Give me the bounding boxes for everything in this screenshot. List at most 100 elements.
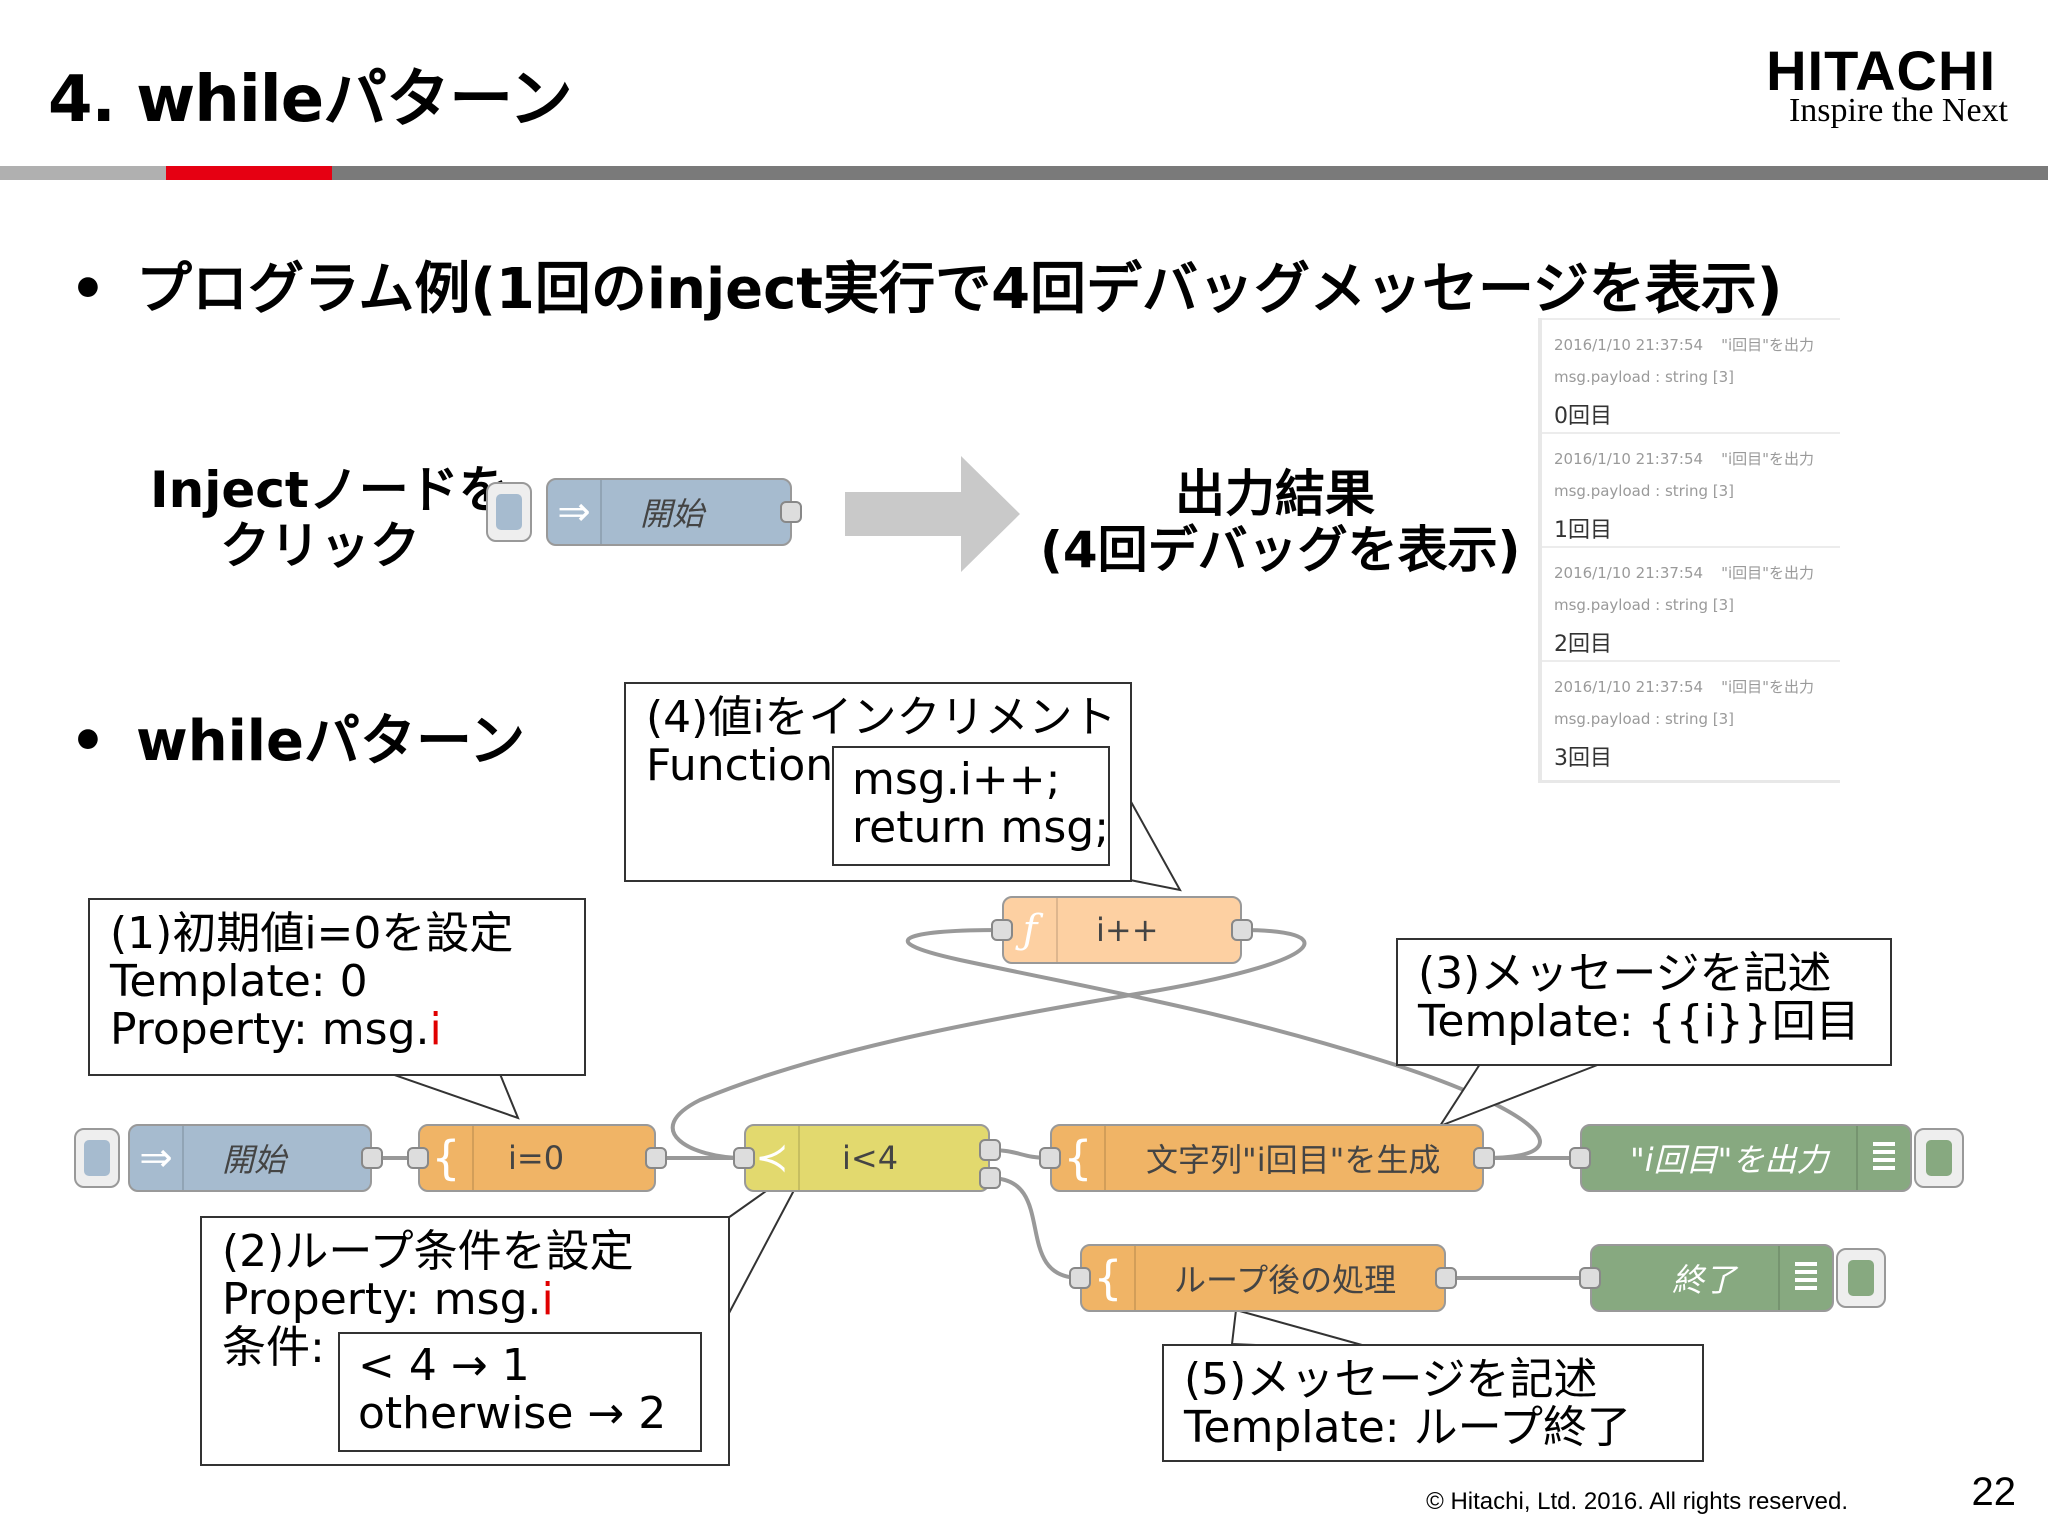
debug-msg-toggle[interactable] (1914, 1128, 1964, 1188)
template-icon: { (1052, 1126, 1106, 1190)
top-inject-label: 開始 (640, 495, 705, 533)
template-msg-node[interactable]: { 文字列"i回目"を生成 (1050, 1124, 1484, 1192)
debug-entry: 2016/1/10 21:37:54 "i回目"を出力 msg.payload :… (1542, 432, 1840, 546)
inject-node-label: 開始 (222, 1141, 287, 1179)
debug-topic: "i回目"を出力 (1721, 678, 1815, 696)
template-msg-label: 文字列"i回目"を生成 (1146, 1141, 1441, 1179)
callout-message-title: (3)メッセージを記述 (1418, 948, 1832, 999)
callout-init-property: Property: msg.i (110, 1004, 442, 1055)
header-rule-gray (332, 166, 2048, 180)
arrow-icon: ⇒ (548, 480, 602, 544)
template-end-input-port[interactable] (1069, 1267, 1091, 1289)
debug-value: 1回目 (1554, 518, 1612, 543)
debug-topic: "i回目"を出力 (1721, 450, 1815, 468)
inject-instruction-line2: クリック (220, 517, 420, 575)
bullet-program-example: •プログラム例(1回のinject実行で4回デバッグメッセージを表示) (70, 257, 1783, 322)
template-init-input-port[interactable] (407, 1147, 429, 1169)
debug-timestamp: 2016/1/10 21:37:54 (1554, 450, 1704, 468)
callout-end-title: (5)メッセージを記述 (1184, 1354, 1598, 1405)
header-rule-light (0, 166, 166, 180)
bullet-while-pattern-text: whileパターン (136, 709, 526, 774)
debug-msg-node[interactable]: "i回目"を出力 (1580, 1124, 1912, 1192)
debug-topic: "i回目"を出力 (1721, 564, 1815, 582)
debug-msg-input-port[interactable] (1569, 1147, 1591, 1169)
debug-value: 0回目 (1554, 404, 1612, 429)
top-inject-node[interactable]: ⇒ 開始 (546, 478, 792, 546)
template-end-node[interactable]: { ループ後の処理 (1080, 1244, 1446, 1312)
condition-rule-2: otherwise → 2 (358, 1388, 667, 1439)
function-node-label: i++ (1096, 911, 1159, 949)
template-msg-output-port[interactable] (1473, 1147, 1495, 1169)
debug-end-label: 終了 (1672, 1261, 1737, 1299)
header-rule-red (166, 166, 332, 180)
debug-entry: 2016/1/10 21:37:54"i回目"を出力 msg.payload :… (1542, 546, 1840, 660)
template-msg-input-port[interactable] (1039, 1147, 1061, 1169)
callout-message-template: Template: {{i}}回目 (1418, 996, 1860, 1047)
right-arrow-icon (845, 456, 1020, 572)
inject-button[interactable] (74, 1128, 120, 1188)
list-icon (1856, 1126, 1910, 1190)
debug-type: msg.payload : string [3] (1554, 368, 1735, 386)
top-inject-output-port[interactable] (780, 501, 802, 523)
function-icon: ƒ (1004, 898, 1058, 962)
debug-topic: "i回目"を出力 (1721, 336, 1815, 354)
callout-loop-title: (2)ループ条件を設定 (222, 1226, 634, 1277)
callout-increment-title: (4)値iをインクリメント (646, 692, 1117, 743)
code-line-2: return msg; (852, 802, 1110, 853)
code-line-1: msg.i++; (852, 754, 1061, 805)
template-end-label: ループ後の処理 (1174, 1261, 1397, 1299)
debug-end-input-port[interactable] (1579, 1267, 1601, 1289)
callout-init: (1)初期値i=0を設定 Template: 0 Property: msg.i (88, 898, 586, 1076)
inject-instruction-line1: Injectノードを (150, 461, 509, 519)
inject-node[interactable]: ⇒ 開始 (128, 1124, 372, 1192)
debug-timestamp: 2016/1/10 21:37:54 (1554, 678, 1704, 696)
list-icon (1778, 1246, 1832, 1310)
copyright: © Hitachi, Ltd. 2016. All rights reserve… (1426, 1488, 1848, 1515)
debug-entry: 2016/1/10 21:37:54"i回目"を出力 msg.payload :… (1542, 660, 1840, 774)
callout-init-title: (1)初期値i=0を設定 (110, 908, 514, 959)
callout-loop-condition: (2)ループ条件を設定 Property: msg.i 条件: < 4 → 1 … (200, 1216, 730, 1466)
function-input-port[interactable] (991, 919, 1013, 941)
top-inject-button[interactable] (486, 482, 532, 542)
logo-tagline: Inspire the Next (1788, 92, 2008, 129)
debug-panel: 2016/1/10 21:37:54 "i回目"を出力 msg.payload :… (1538, 318, 1840, 783)
callout-loop-condition-label: 条件: (222, 1322, 325, 1373)
page-number: 22 (1971, 1470, 2017, 1514)
function-code-box: msg.i++; return msg; (832, 746, 1110, 866)
template-init-output-port[interactable] (645, 1147, 667, 1169)
bullet-while-pattern: •whileパターン (70, 709, 526, 774)
debug-timestamp: 2016/1/10 21:37:54 (1554, 336, 1704, 354)
debug-value: 2回目 (1554, 632, 1612, 657)
function-node[interactable]: ƒ i++ (1002, 896, 1242, 964)
callout-message: (3)メッセージを記述 Template: {{i}}回目 (1396, 938, 1892, 1066)
callout-increment: (4)値iをインクリメント Function: msg.i++; return … (624, 682, 1132, 882)
switch-input-port[interactable] (733, 1147, 755, 1169)
slide-title: 4. whileパターン (48, 63, 573, 137)
condition-rule-1: < 4 → 1 (358, 1340, 530, 1391)
switch-node[interactable]: ≺ i<4 (744, 1124, 990, 1192)
inject-output-port[interactable] (361, 1147, 383, 1169)
hitachi-logo: HITACHI (1766, 39, 1996, 102)
result-label-line1: 出力結果 (1175, 465, 1375, 523)
callout-end-template: Template: ループ終了 (1184, 1402, 1631, 1453)
bullet-program-example-text: プログラム例(1回のinject実行で4回デバッグメッセージを表示) (136, 257, 1783, 322)
debug-type: msg.payload : string [3] (1554, 482, 1735, 500)
debug-entry: 2016/1/10 21:37:54 "i回目"を出力 msg.payload :… (1542, 318, 1840, 432)
template-init-node[interactable]: { i=0 (418, 1124, 656, 1192)
result-label-line2: (4回デバッグを表示) (1040, 521, 1521, 579)
callout-end-message: (5)メッセージを記述 Template: ループ終了 (1162, 1344, 1704, 1462)
function-output-port[interactable] (1231, 919, 1253, 941)
switch-output-port-2[interactable] (979, 1167, 1001, 1189)
template-end-output-port[interactable] (1435, 1267, 1457, 1289)
callout-increment-function: Function: (646, 740, 848, 791)
debug-end-node[interactable]: 終了 (1590, 1244, 1834, 1312)
template-icon: { (420, 1126, 474, 1190)
template-init-label: i=0 (508, 1139, 565, 1177)
debug-msg-label: "i回目"を出力 (1630, 1141, 1829, 1179)
debug-end-toggle[interactable] (1836, 1248, 1886, 1308)
switch-output-port-1[interactable] (979, 1139, 1001, 1161)
switch-node-label: i<4 (842, 1139, 899, 1177)
template-icon: { (1082, 1246, 1136, 1310)
callout-init-template: Template: 0 (110, 956, 368, 1007)
callout-loop-property: Property: msg.i (222, 1274, 554, 1325)
